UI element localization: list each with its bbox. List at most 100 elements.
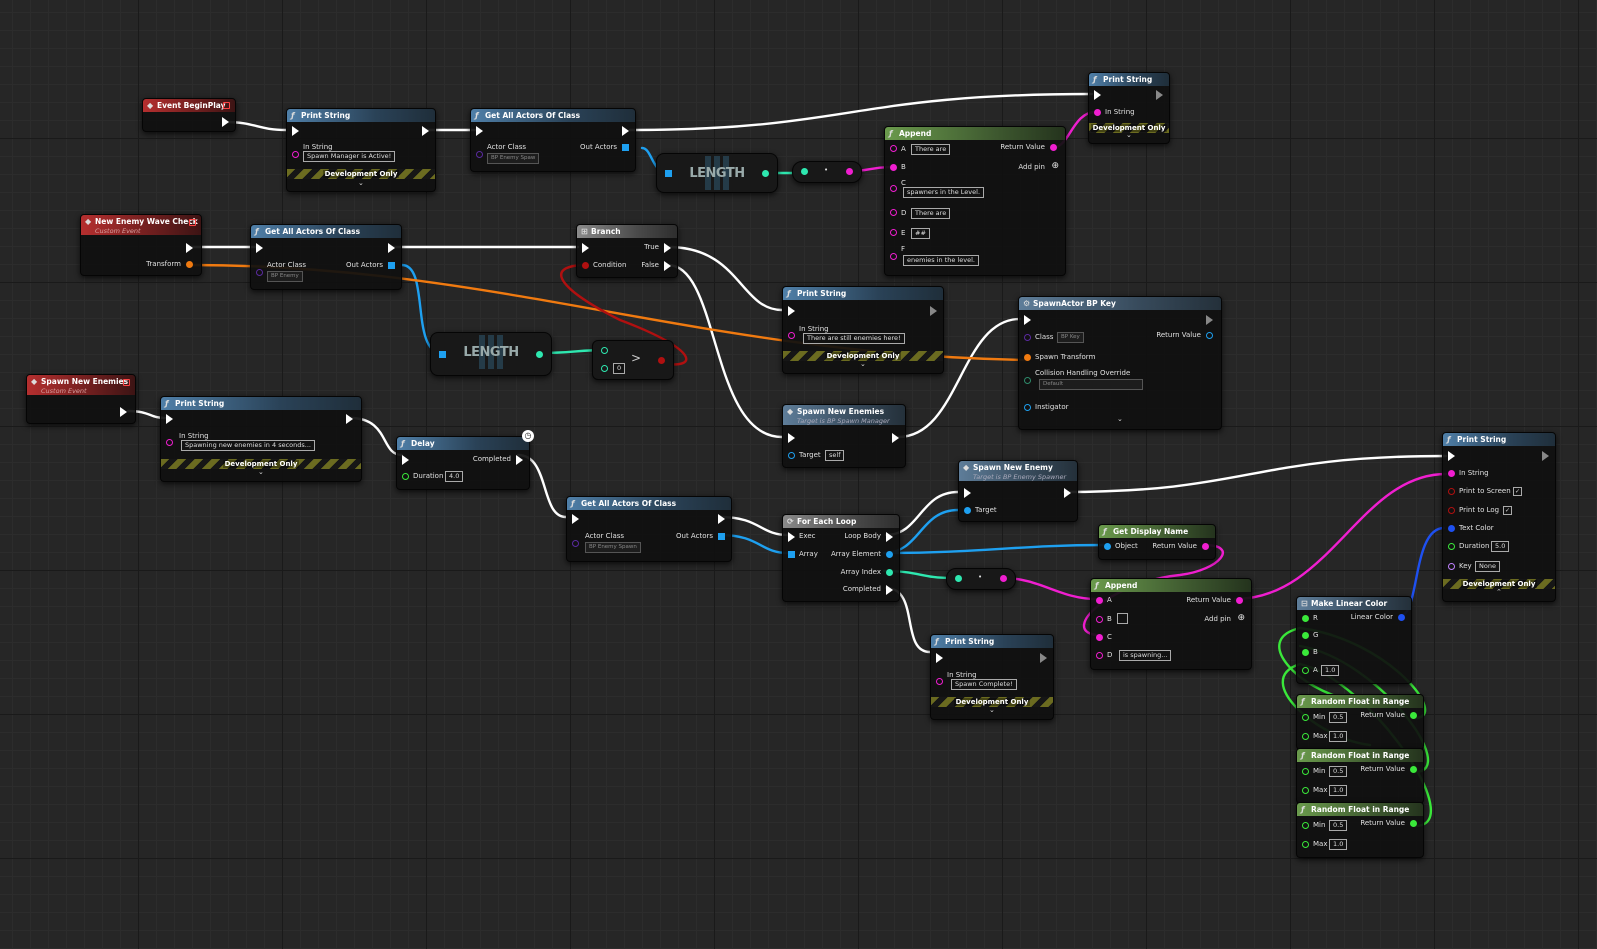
f-input[interactable]: enemies in the level. — [903, 255, 979, 266]
exec-out-pin[interactable] — [930, 306, 937, 316]
exec-out-pin[interactable] — [1040, 653, 1047, 663]
greater-than-node[interactable]: 0 > — [592, 340, 674, 380]
array-in-pin[interactable] — [665, 170, 672, 177]
in-string-pin[interactable] — [936, 678, 943, 685]
exec-in-pin[interactable] — [1448, 451, 1455, 461]
exec-in-pin[interactable] — [788, 306, 795, 316]
collapse-chevron-icon[interactable]: ⌃ — [1496, 588, 1502, 596]
min-pin[interactable] — [1302, 822, 1309, 829]
b-pin[interactable] — [890, 164, 897, 171]
d-pin[interactable] — [890, 209, 897, 216]
bool-out-pin[interactable] — [658, 357, 665, 364]
target-input[interactable]: self — [825, 450, 845, 461]
b-pin[interactable] — [601, 365, 608, 372]
event-beginplay-node[interactable]: ◆Event BeginPlay — [142, 98, 236, 132]
duration-pin[interactable] — [1448, 543, 1455, 550]
return-value-pin[interactable] — [1202, 543, 1209, 550]
exec-out-pin[interactable] — [120, 407, 127, 417]
g-pin[interactable] — [1302, 632, 1309, 639]
int-in-pin[interactable] — [801, 168, 808, 175]
min-pin[interactable] — [1302, 714, 1309, 721]
collision-pin[interactable] — [1024, 377, 1031, 384]
duration-input[interactable]: 5.0 — [1491, 541, 1510, 552]
exec-in-pin[interactable] — [402, 455, 409, 465]
expand-chevron-icon[interactable]: ⌄ — [258, 468, 264, 476]
expand-chevron-icon[interactable]: ⌄ — [1117, 415, 1123, 423]
a-pin[interactable] — [1096, 597, 1103, 604]
max-input[interactable]: 1.0 — [1329, 731, 1348, 742]
b-input[interactable] — [1117, 613, 1128, 624]
linear-color-pin[interactable] — [1398, 614, 1405, 621]
add-pin-label[interactable]: Add pin — [1018, 163, 1045, 171]
print-to-log-pin[interactable] — [1448, 507, 1455, 514]
return-value-pin[interactable] — [1050, 144, 1057, 151]
instigator-pin[interactable] — [1024, 404, 1031, 411]
min-pin[interactable] — [1302, 768, 1309, 775]
in-string-pin[interactable] — [1448, 470, 1455, 477]
delegate-pin[interactable] — [189, 219, 196, 226]
a-input[interactable]: 1.0 — [1321, 665, 1340, 676]
a-input[interactable]: There are — [911, 144, 951, 155]
string-out-pin[interactable] — [846, 168, 853, 175]
spawn-actor-node[interactable]: ⚙SpawnActor BP Key Class BP Key Return V… — [1018, 296, 1222, 430]
add-pin-icon[interactable]: ⊕ — [1237, 613, 1245, 623]
max-input[interactable]: 1.0 — [1329, 839, 1348, 850]
actor-class-dropdown[interactable]: BP Enemy Spawn — [585, 542, 641, 553]
a-pin[interactable] — [1302, 667, 1309, 674]
in-string-input[interactable]: Spawning new enemies in 4 seconds... — [181, 440, 315, 451]
exec-out-pin[interactable] — [1542, 451, 1549, 461]
print-to-log-checkbox[interactable]: ✓ — [1503, 506, 1512, 515]
int-to-string-node[interactable]: • — [792, 161, 862, 183]
print-to-screen-pin[interactable] — [1448, 488, 1455, 495]
exec-out-pin[interactable] — [1156, 90, 1163, 100]
return-value-pin[interactable] — [1410, 820, 1417, 827]
e-input[interactable]: ## — [911, 228, 930, 239]
return-value-pin[interactable] — [1236, 597, 1243, 604]
transform-pin[interactable] — [186, 261, 193, 268]
exec-out-pin[interactable] — [388, 243, 395, 253]
exec-in-pin[interactable] — [788, 532, 795, 542]
a-pin[interactable] — [890, 145, 897, 152]
e-pin[interactable] — [890, 229, 897, 236]
in-string-pin[interactable] — [788, 332, 795, 339]
make-linear-color-node[interactable]: ⊟Make Linear Color R Linear Color G B A … — [1296, 596, 1412, 684]
target-pin[interactable] — [964, 507, 971, 514]
exec-in-pin[interactable] — [256, 243, 263, 253]
out-actors-pin[interactable] — [622, 144, 629, 151]
loop-body-exec-pin[interactable] — [886, 532, 893, 542]
exec-in-pin[interactable] — [788, 433, 795, 443]
in-string-input[interactable]: Spawn Manager is Active! — [303, 151, 396, 162]
expand-chevron-icon[interactable]: ⌄ — [989, 706, 995, 714]
class-dropdown[interactable]: BP Key — [1057, 332, 1084, 343]
c-pin[interactable] — [890, 185, 897, 192]
false-exec-pin[interactable] — [664, 261, 671, 271]
array-pin[interactable] — [788, 551, 795, 558]
actor-class-pin[interactable] — [256, 269, 263, 276]
completed-exec-pin[interactable] — [886, 585, 893, 595]
true-exec-pin[interactable] — [664, 243, 671, 253]
print-to-screen-checkbox[interactable]: ✓ — [1513, 487, 1522, 496]
d-pin[interactable] — [1096, 652, 1103, 659]
exec-in-pin[interactable] — [166, 414, 173, 424]
exec-in-pin[interactable] — [572, 514, 579, 524]
array-element-pin[interactable] — [886, 551, 893, 558]
expand-chevron-icon[interactable]: ⌄ — [358, 179, 364, 187]
in-string-input[interactable]: There are still enemies here! — [803, 333, 905, 344]
string-out-pin[interactable] — [1000, 575, 1007, 582]
exec-in-pin[interactable] — [936, 653, 943, 663]
